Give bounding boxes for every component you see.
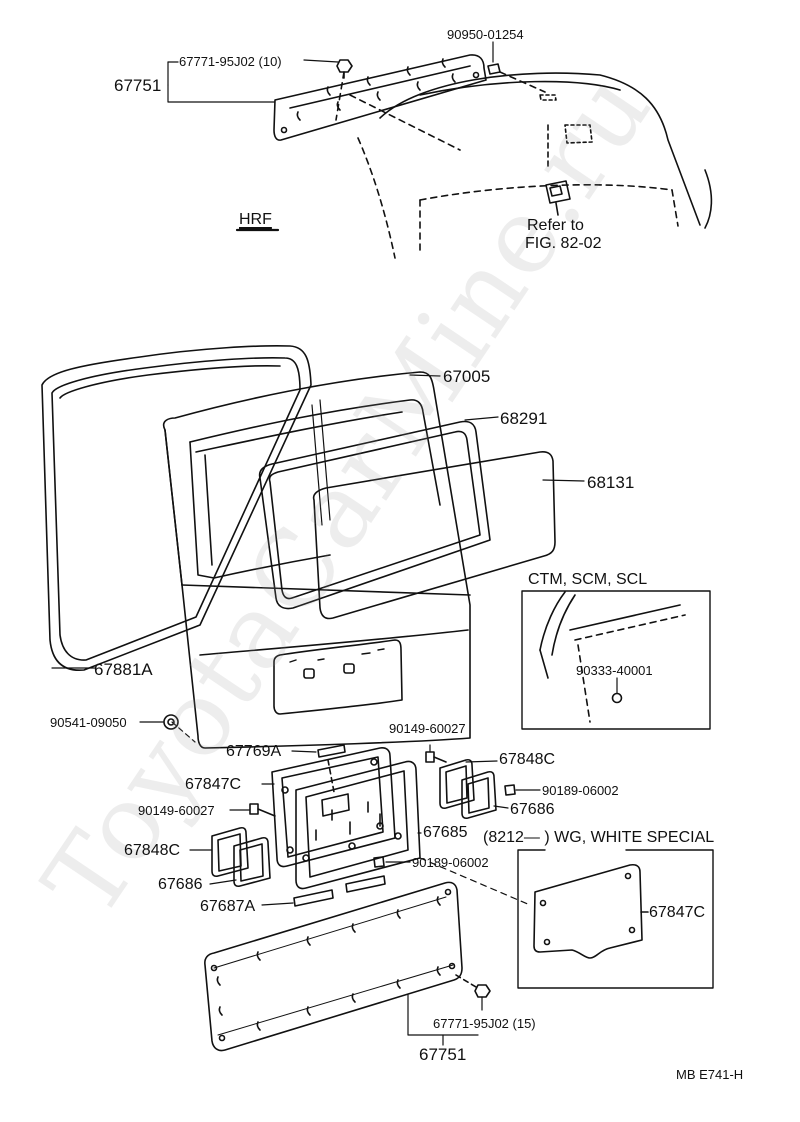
inset-ctm-box (521, 590, 711, 730)
upper-clip-90950 (487, 63, 546, 93)
label-67848c-right: 67848C (499, 751, 556, 768)
lower-clip-67771 (455, 974, 491, 1011)
grommet-90541 (139, 714, 179, 730)
back-door-glass-68131 (312, 451, 556, 620)
label-90541: 90541-09050 (50, 715, 127, 730)
upper-leaders (167, 41, 494, 232)
label-lower-67751: 67751 (419, 1045, 467, 1064)
label-hrf: HRF (239, 211, 272, 228)
upper-clip-67771 (335, 59, 461, 151)
bracket-leaders (261, 783, 531, 906)
glass-weatherstrip-68291 (258, 420, 491, 610)
lower-trim-board-67751 (204, 881, 463, 1052)
roof-opening-outline (357, 72, 713, 259)
label-67687a: 67687A (200, 898, 256, 915)
lamp-housing-right-67848c (439, 758, 509, 820)
label-fig-ref[interactable]: FIG. 82-02 (525, 235, 602, 252)
label-67847c-inset: 67847C (649, 904, 706, 921)
label-upper-67771: 67771-95J02 (10) (179, 54, 282, 69)
label-67686-right: 67686 (510, 801, 555, 818)
label-67848c-left: 67848C (124, 842, 181, 859)
license-frame-67685 (295, 760, 421, 890)
screw-90149-right (425, 744, 447, 763)
label-lower-67771: 67771-95J02 (15) (433, 1016, 536, 1031)
roof-bracket (545, 180, 571, 216)
label-upper-67751: 67751 (114, 76, 162, 95)
inset-wg-box (517, 849, 714, 989)
inset-ctm-title: CTM, SCM, SCL (528, 571, 648, 588)
strip-67687a (261, 875, 386, 907)
glass-leaders (51, 374, 585, 743)
label-90333: 90333-40001 (576, 663, 653, 678)
screw-90149-left (229, 803, 276, 817)
label-90950: 90950-01254 (447, 27, 524, 42)
label-68291: 68291 (500, 409, 548, 428)
nut-90189-right (504, 784, 541, 796)
label-67005: 67005 (443, 367, 491, 386)
weatherstrip-67881a (41, 345, 312, 671)
label-67847c-left: 67847C (185, 776, 242, 793)
label-refer-to: Refer to (527, 217, 584, 234)
label-90189-mid: 90189-06002 (412, 855, 489, 870)
label-67769a: 67769A (226, 743, 282, 760)
label-67686-left: 67686 (158, 876, 203, 893)
lower-leaders (407, 994, 479, 1046)
nut-90189-mid (373, 856, 411, 868)
label-90149-left: 90149-60027 (138, 803, 215, 818)
label-67685: 67685 (423, 824, 468, 841)
license-bracket-67847c (271, 747, 396, 868)
footer-code: MB E741-H (676, 1067, 744, 1082)
label-68131: 68131 (587, 473, 635, 492)
wg-note: (8212— ) WG, WHITE SPECIAL (483, 829, 715, 846)
label-90149-right: 90149-60027 (389, 721, 466, 736)
label-67881a: 67881A (94, 660, 153, 679)
strip-67769a (291, 744, 346, 793)
back-door-panel-67005 (162, 371, 471, 749)
lamp-housing-left-67848c (189, 826, 271, 888)
label-90189-right: 90189-06002 (542, 783, 619, 798)
upper-trim-board-67751 (273, 54, 487, 141)
